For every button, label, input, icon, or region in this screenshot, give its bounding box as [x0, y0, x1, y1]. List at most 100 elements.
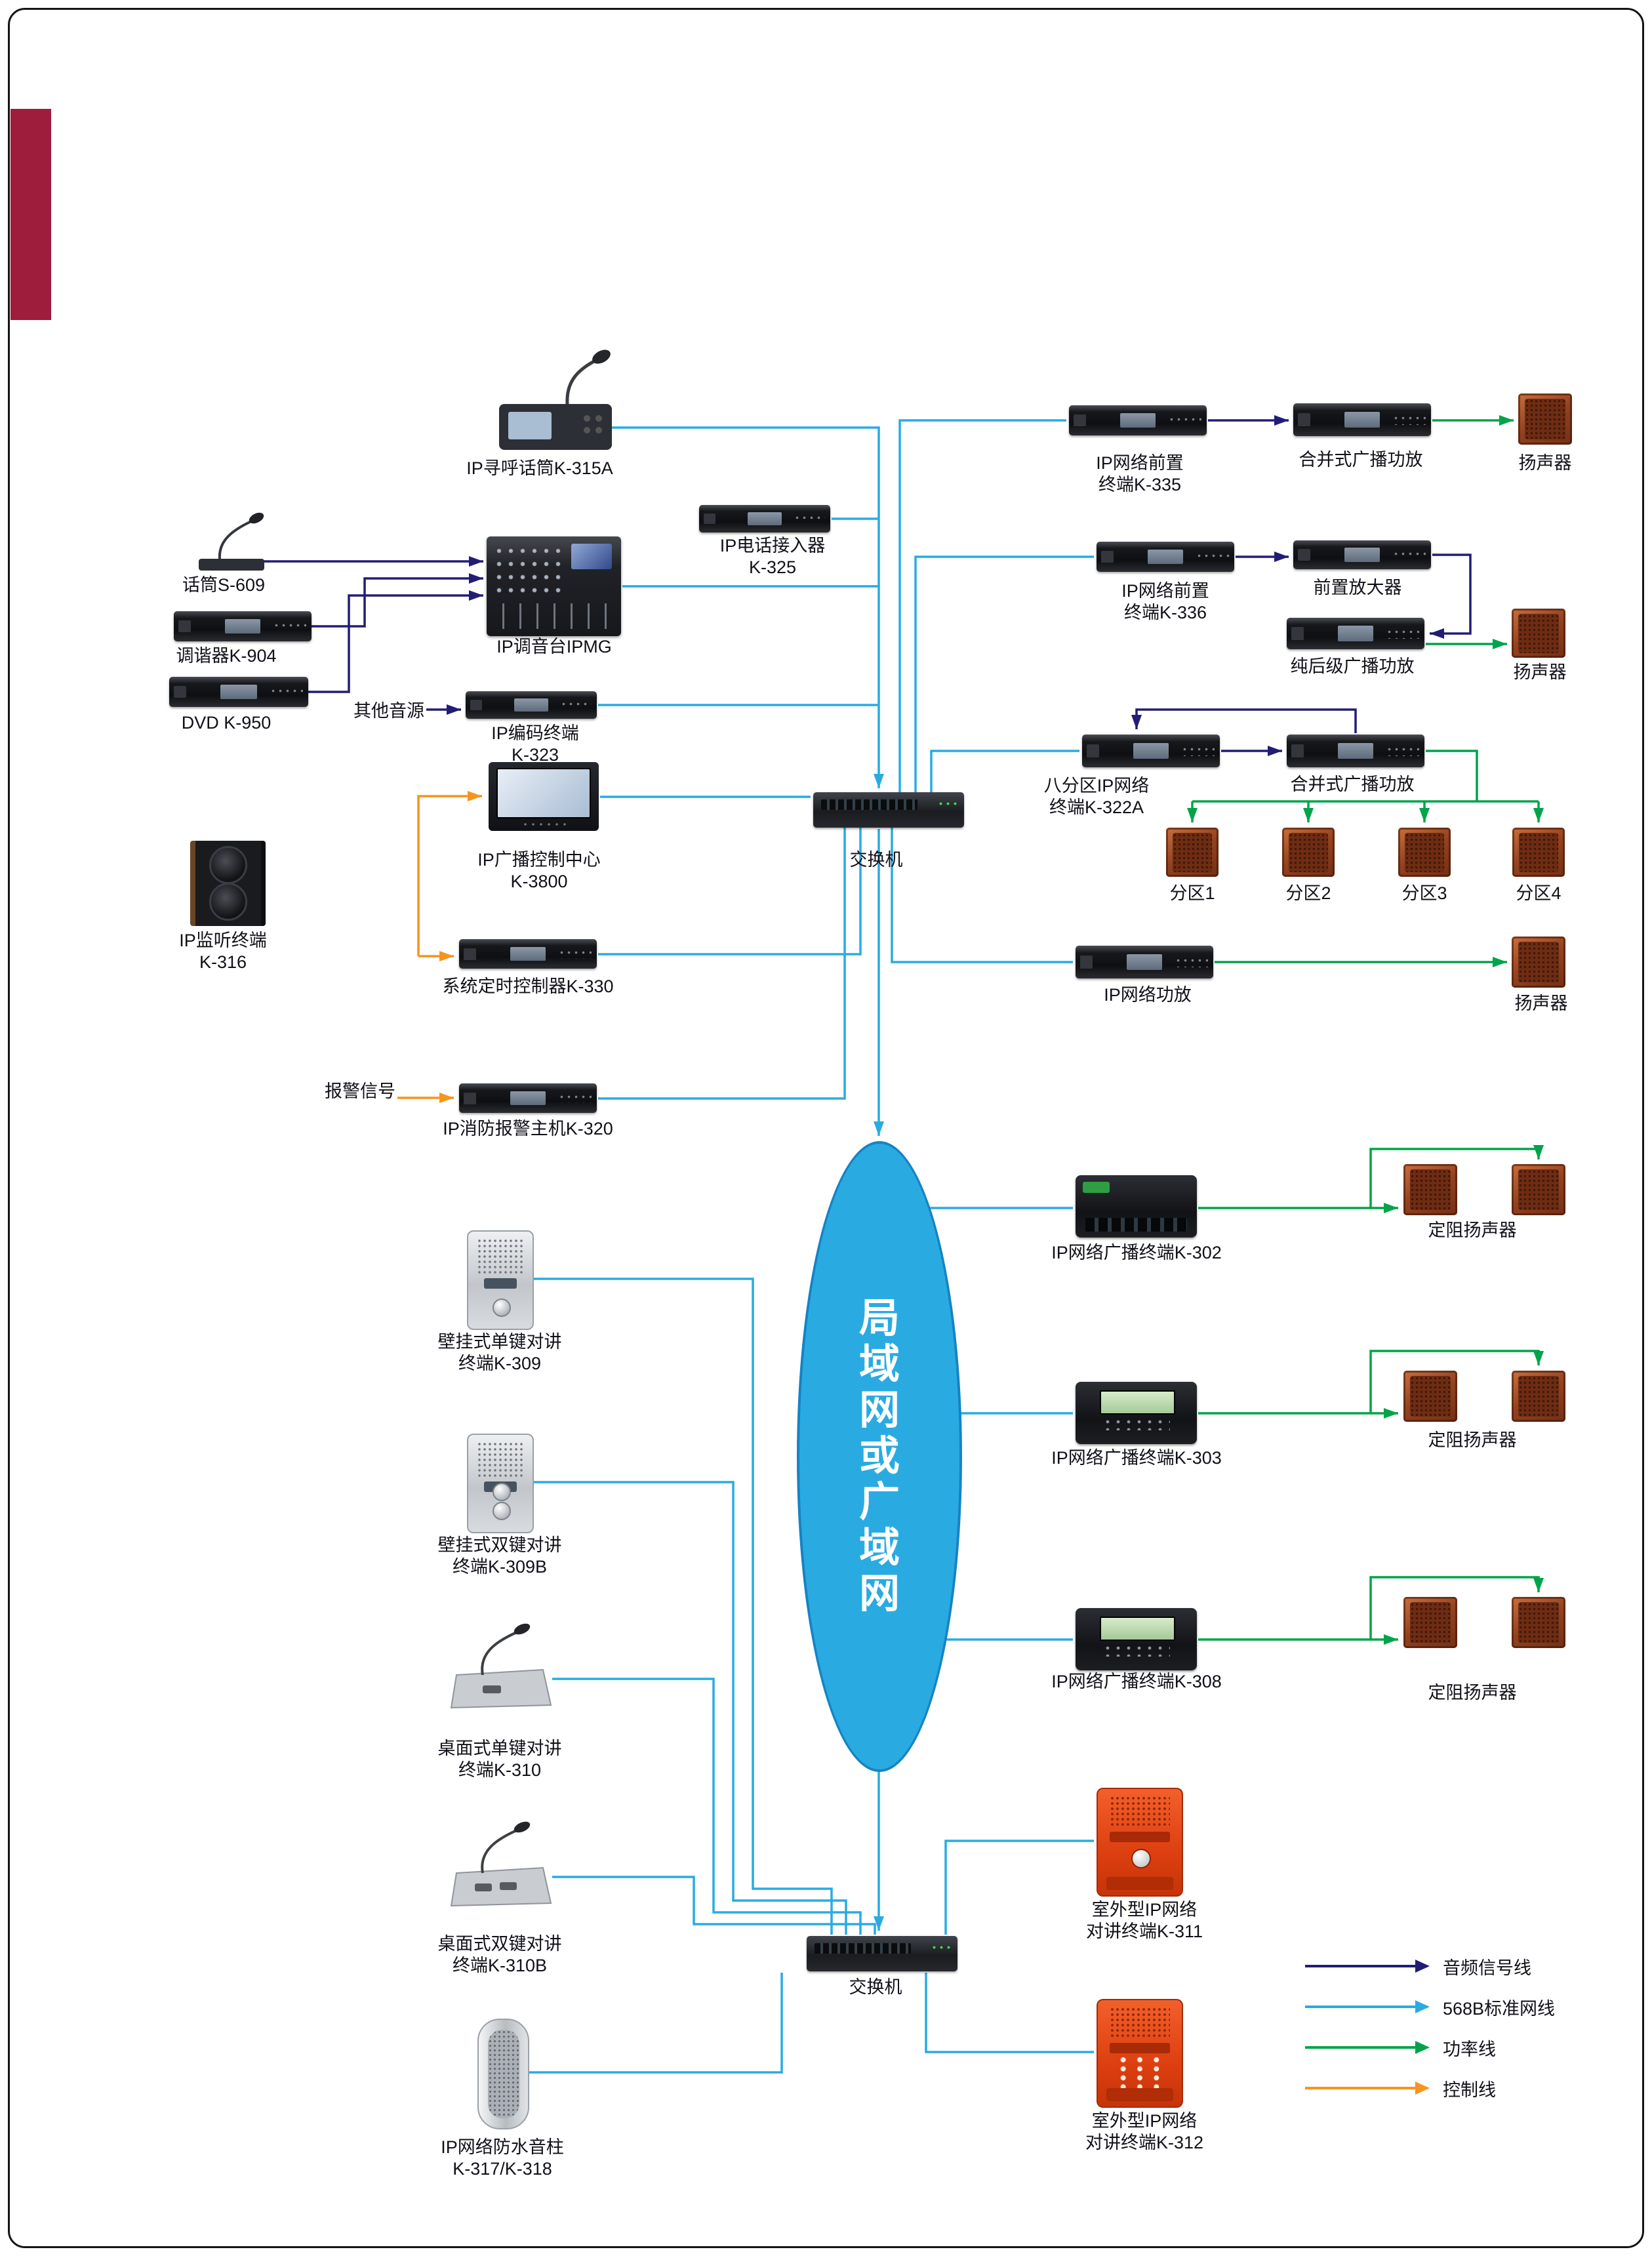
label-k309b: 壁挂式双键对讲 终端K-309B [437, 1535, 562, 1577]
wire-net-k311 [944, 1840, 1094, 1935]
device-zone1-speaker [1166, 828, 1219, 877]
device-k309b-wall-intercom [467, 1434, 534, 1533]
device-zone2-speaker [1282, 828, 1335, 877]
wire-pwr-k302-spkb [1369, 1145, 1544, 1208]
device-merged-amplifier-1 [1293, 403, 1431, 436]
device-k308-speaker-b [1512, 1597, 1565, 1648]
device-preamplifier [1293, 540, 1431, 569]
call-button [493, 1482, 511, 1501]
device-switch-bottom [807, 1936, 957, 1971]
wire-ctl-to-k3800 [417, 791, 482, 956]
device-k302-speaker-a [1403, 1164, 1457, 1215]
wire-net-ipamp [891, 828, 1073, 963]
device-k312-outdoor-intercom [1097, 1999, 1183, 2108]
wire-net-k330 [598, 826, 862, 956]
label-k303: IP网络广播终端K-303 [1051, 1448, 1222, 1468]
device-k323-encoder [466, 691, 597, 719]
wire-net-k310b [552, 1876, 876, 1935]
device-k311-outdoor-intercom [1097, 1788, 1183, 1897]
device-k330-timer [459, 939, 597, 969]
label-ipmg: IP调音台IPMG [496, 637, 612, 656]
lan-wan-cloud: 局 域 网 或 广 域 网 [797, 1141, 962, 1772]
legend: 音频信号线 568B标准网线 功率线 控制线 [1305, 1955, 1556, 2100]
label-zone1: 分区1 [1169, 883, 1215, 903]
device-k308-terminal [1076, 1608, 1197, 1670]
control-center-screen [496, 768, 592, 819]
label-k325: IP电话接入器 K-325 [719, 536, 826, 577]
label-k315a: IP寻呼话筒K-315A [466, 458, 613, 478]
label-k330: 系统定时控制器K-330 [442, 977, 614, 996]
wire-pwr-k308-spkb [1369, 1576, 1544, 1640]
device-mic-s609 [199, 512, 264, 571]
label-k3800: IP广播控制中心 K-3800 [477, 850, 601, 891]
legend-network-label: 568B标准网线 [1443, 1998, 1556, 2019]
legend-row-power: 功率线 [1305, 2036, 1555, 2059]
wire-net-k309 [533, 1278, 833, 1935]
call-button [493, 1299, 511, 1318]
device-zone4-speaker [1512, 828, 1565, 877]
device-switch-top [813, 792, 964, 828]
label-preamp: 前置放大器 [1313, 578, 1402, 597]
legend-audio-line-sample [1305, 1960, 1430, 1973]
speaker-cone [209, 845, 247, 884]
label-k316: IP监听终端 K-316 [179, 931, 267, 972]
device-k302-terminal [1076, 1175, 1197, 1238]
label-k320: IP消防报警主机K-320 [443, 1119, 613, 1138]
device-k950-dvd [169, 677, 308, 707]
cloud-label: 局 域 网 或 广 域 网 [858, 1295, 900, 1617]
decor-red-block [10, 109, 51, 320]
wire-net-k336 [914, 555, 1094, 792]
wire-pwr-k303-spkb [1369, 1350, 1544, 1413]
label-switch-top: 交换机 [849, 850, 903, 870]
control-center-buttons [521, 822, 566, 828]
switch-ports [814, 1943, 911, 1954]
switch-leds [930, 1943, 952, 1953]
legend-control-label: 控制线 [1443, 2080, 1496, 2100]
wire-net-k309b [533, 1481, 847, 1935]
device-speaker-2 [1512, 609, 1565, 658]
legend-audio-label: 音频信号线 [1443, 1958, 1531, 1978]
label-k335: IP网络前置 终端K-335 [1096, 453, 1184, 494]
label-merged-amp-2: 合并式广播功放 [1290, 775, 1415, 794]
device-k335-pre-terminal [1069, 405, 1207, 435]
legend-row-network: 568B标准网线 [1305, 1996, 1556, 2019]
label-speaker-1: 扬声器 [1518, 453, 1572, 473]
label-ipamp: IP网络功放 [1104, 985, 1192, 1005]
device-k336-pre-terminal [1097, 542, 1234, 572]
label-other-source: 其他音源 [353, 701, 424, 721]
wire-net-k320 [598, 826, 846, 1100]
label-k310b: 桌面式双键对讲 终端K-310B [437, 1934, 562, 1975]
label-k317: IP网络防水音柱 K-317/K-318 [441, 2137, 564, 2179]
label-k323: IP编码终端 K-323 [491, 723, 579, 765]
wire-net-k322a [930, 750, 1079, 792]
wire-net-k335 [898, 419, 1066, 792]
label-k311: 室外型IP网络 对讲终端K-311 [1085, 1900, 1203, 1941]
legend-power-label: 功率线 [1443, 2039, 1496, 2059]
wire-net-k317 [528, 1973, 783, 2074]
device-k316-monitor-terminal [190, 841, 266, 926]
label-spk308: 定阻扬声器 [1428, 1683, 1517, 1702]
label-k302: IP网络广播终端K-302 [1051, 1243, 1222, 1262]
label-speaker-2: 扬声器 [1513, 662, 1567, 682]
device-k308-speaker-a [1403, 1597, 1457, 1648]
device-ip-mixer-ipmg [487, 536, 621, 636]
device-post-amplifier [1287, 618, 1424, 649]
device-k303-terminal [1076, 1382, 1197, 1444]
device-ip-network-amplifier [1076, 946, 1213, 978]
legend-row-audio: 音频信号线 [1305, 1955, 1555, 1978]
label-k336: IP网络前置 终端K-336 [1121, 581, 1209, 622]
device-zone3-speaker [1398, 828, 1451, 877]
device-speaker-1 [1518, 393, 1572, 445]
label-merged-amp-1: 合并式广播功放 [1299, 450, 1423, 470]
switch-ports [820, 799, 917, 810]
mixer-knobs [493, 544, 567, 595]
wire-net-pagingmic-trunk [611, 426, 884, 788]
label-s609: 话筒S-609 [182, 575, 266, 595]
label-k308: IP网络广播终端K-308 [1051, 1672, 1222, 1691]
legend-network-line-sample [1305, 2000, 1430, 2013]
label-k309: 壁挂式单键对讲 终端K-309 [437, 1332, 562, 1373]
label-k950: DVD K-950 [181, 713, 272, 733]
device-k317-column-speaker [477, 2019, 529, 2129]
device-k303-speaker-a [1403, 1371, 1457, 1422]
mixer-faders [494, 603, 613, 630]
